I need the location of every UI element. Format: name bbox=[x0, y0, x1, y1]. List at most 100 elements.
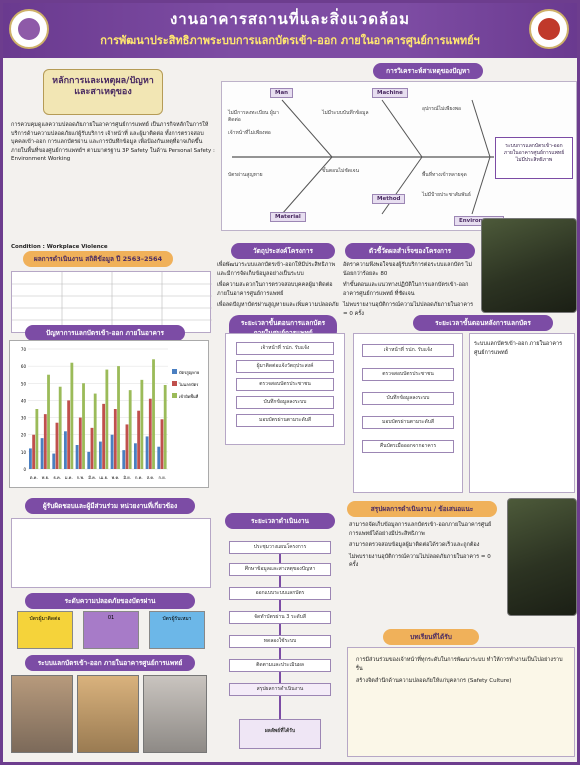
target-item: ไม่พบรายงานอุบัติการณ์ความไม่ปลอดภัยภายใ… bbox=[343, 302, 474, 317]
chart-bar bbox=[40, 438, 44, 469]
fishbone-diagram: Man Machine Material Method Environment … bbox=[221, 81, 577, 231]
chart-bar bbox=[134, 443, 137, 469]
chart-y-tick: 30 bbox=[21, 416, 27, 421]
chart-y-tick: 0 bbox=[23, 467, 26, 472]
entrance-photo bbox=[143, 675, 207, 753]
flow-step: เจ้าหน้าที่ รปภ. รับแจ้ง bbox=[236, 342, 334, 355]
color-card: บัตรผู้มาติดต่อ bbox=[17, 611, 73, 649]
color-card: 01 bbox=[83, 611, 139, 649]
chart-bar bbox=[75, 445, 79, 469]
flow-after-heading: ระยะเวลาขั้นตอนหลังการแลกบัตร bbox=[413, 315, 553, 331]
chart-bar bbox=[148, 398, 152, 469]
flow-step: มอบบัตรผ่านตามระดับสี bbox=[362, 416, 454, 429]
objectives-list: เพื่อพัฒนาระบบแลกบัตรเข้า-ออกให้มีประสิท… bbox=[217, 261, 339, 310]
summary-list: สามารถจัดเก็บข้อมูลการแลกบัตรเข้า-ออกภาย… bbox=[349, 521, 499, 570]
flow-after-panel: เจ้าหน้าที่ รปภ. รับแจ้ง ตรวจสอบบัตรประช… bbox=[353, 333, 463, 493]
chart-bar bbox=[128, 390, 132, 469]
fishbone-cause: ไม่มีป้ายประชาสัมพันธ์ bbox=[422, 192, 471, 198]
chart-x-tick: ก.ย. bbox=[159, 475, 166, 480]
color-card-fill bbox=[18, 612, 72, 648]
timeline-step: ประชุมวางแผนโครงการ bbox=[229, 541, 331, 554]
chart-bar bbox=[35, 409, 39, 469]
chart-bar bbox=[117, 366, 120, 469]
color-card-fill bbox=[150, 612, 204, 648]
chart-y-tick: 70 bbox=[21, 347, 27, 352]
chart-bar bbox=[157, 446, 161, 469]
chart-bar bbox=[78, 417, 82, 469]
chart-bar bbox=[55, 422, 59, 469]
target-list: อัตราความพึงพอใจของผู้รับบริการต่อระบบแล… bbox=[343, 261, 478, 318]
chart-bar bbox=[52, 453, 56, 469]
flow-step: บันทึกข้อมูลลงระบบ bbox=[362, 392, 454, 405]
fishbone-lines bbox=[232, 99, 494, 215]
fishbone-method: Method bbox=[372, 194, 406, 204]
summary-item: สามารถจัดเก็บข้อมูลการแลกบัตรเข้า-ออกภาย… bbox=[349, 522, 492, 537]
timeline-heading: ระยะเวลาดำเนินงาน bbox=[225, 513, 335, 529]
results-box: ผลลัพธ์ที่ได้รับ bbox=[239, 719, 321, 749]
stats-table bbox=[11, 271, 212, 334]
chart-bar bbox=[29, 448, 32, 469]
flow-step: มอบบัตรผ่านตามระดับสี bbox=[236, 414, 334, 427]
chart-x-tick: เม.ย. bbox=[99, 475, 108, 480]
fishbone-machine: Machine bbox=[372, 88, 408, 98]
fishbone-problem: ระบบการแลกบัตรเข้า-ออก ภายในอาคารศูนย์กา… bbox=[495, 137, 573, 179]
color-card: บัตรผู้รับเหมา bbox=[149, 611, 205, 649]
soldier-photo bbox=[507, 498, 577, 616]
chart-bar bbox=[93, 393, 97, 469]
lessons-heading: บทเรียนที่ได้รับ bbox=[383, 629, 479, 645]
chart-bar bbox=[90, 427, 94, 469]
fishbone-material: Material bbox=[270, 212, 306, 222]
chart-x-tick: ม.ค. bbox=[65, 475, 73, 480]
summary-heading: สรุปผลการดำเนินงาน / ข้อเสนอแนะ bbox=[347, 501, 497, 517]
fishbone-cause: พื้นที่ทางเข้าหลายจุด bbox=[422, 172, 467, 178]
responsible-heading: ผู้รับผิดชอบและผู้มีส่วนร่วม หน่วยงานที่… bbox=[25, 498, 195, 514]
flow-step: ตรวจสอบบัตรประชาชน bbox=[362, 368, 454, 381]
poster-title: งานอาคารสถานที่และสิ่งแวดล้อม bbox=[169, 10, 411, 28]
timeline-step: จัดทำบัตรผ่าน 3 ระดับสี bbox=[229, 611, 331, 624]
flow-step: ผู้มาติดต่อแจ้งวัตถุประสงค์ bbox=[236, 360, 334, 373]
target-heading: ตัวชี้วัดผลสำเร็จของโครงการ bbox=[345, 243, 475, 259]
flow-step: บันทึกข้อมูลลงระบบ bbox=[236, 396, 334, 409]
fishbone-man: Man bbox=[270, 88, 294, 98]
objective-item: เพื่อลดปัญหาบัตรผ่านสูญหายและเพิ่มความปล… bbox=[217, 302, 339, 309]
medical-center-logo-icon bbox=[529, 9, 569, 49]
chart-legend-swatch bbox=[172, 381, 177, 386]
chart-y-tick: 10 bbox=[21, 450, 27, 455]
chart-bar bbox=[152, 359, 155, 469]
flow-step: เจ้าหน้าที่ รปภ. รับแจ้ง bbox=[362, 344, 454, 357]
timeline-step: ออกแบบระบบแลกบัตร bbox=[229, 587, 331, 600]
chart-x-tick: ก.พ. bbox=[77, 475, 85, 480]
chart-x-tick: พ.ย. bbox=[42, 475, 50, 480]
chart-x-tick: พ.ค. bbox=[112, 475, 120, 480]
principles-text: การควบคุมดูแลความปลอดภัยภายในอาคารศูนย์ก… bbox=[11, 122, 215, 163]
chart-bar bbox=[67, 400, 71, 469]
chart-bar bbox=[47, 374, 50, 469]
summary-item: ไม่พบรายงานอุบัติการณ์ความไม่ปลอดภัยภายใ… bbox=[349, 553, 491, 569]
objectives-heading: วัตถุประสงค์โครงการ bbox=[231, 243, 335, 259]
lesson-item: การมีส่วนร่วมของเจ้าหน้าที่ทุกระดับในการ… bbox=[356, 657, 563, 672]
chart-y-tick: 60 bbox=[21, 364, 27, 369]
chart-x-tick: มี.ค. bbox=[88, 475, 96, 480]
officer-photo bbox=[481, 218, 577, 313]
color-card-label: บัตรผู้มาติดต่อ bbox=[29, 616, 61, 622]
target-item: ทำขั้นตอนและแนวทางปฏิบัติในการแลกบัตรเข้… bbox=[343, 282, 469, 297]
chart-bar bbox=[113, 409, 117, 469]
chart-bar bbox=[125, 424, 129, 469]
chart-x-tick: ก.ค. bbox=[135, 475, 143, 480]
timeline-step: ติดตามและประเมินผล bbox=[229, 659, 331, 672]
chart-bar bbox=[105, 369, 109, 469]
photos-heading: ระบบแลกบัตรเข้า-ออก ภายในอาคารศูนย์การแพ… bbox=[25, 655, 195, 671]
chart-x-tick: มิ.ย. bbox=[123, 475, 131, 480]
condition-label: Condition : Workplace Violence bbox=[11, 244, 108, 250]
timeline-step: สรุปผลการดำเนินงาน bbox=[229, 683, 331, 696]
gate-photo bbox=[11, 675, 73, 753]
improvement-title: ระบบแลกบัตรเข้า-ออก ภายในอาคารศูนย์การแพ… bbox=[474, 341, 563, 356]
stats-table-grid bbox=[12, 272, 212, 334]
color-card-label: 01 bbox=[107, 615, 115, 621]
fishbone-cause: เจ้าหน้าที่ไม่เพียงพอ bbox=[228, 130, 271, 136]
chart-y-tick: 40 bbox=[21, 398, 27, 403]
root-cause-heading: การวิเคราะห์สาเหตุของปัญหา bbox=[373, 63, 483, 79]
chart-canvas: 010203040506070ต.ค.พ.ย.ธ.ค.ม.ค.ก.พ.มี.ค.… bbox=[21, 347, 199, 480]
chart-bar bbox=[70, 362, 74, 469]
